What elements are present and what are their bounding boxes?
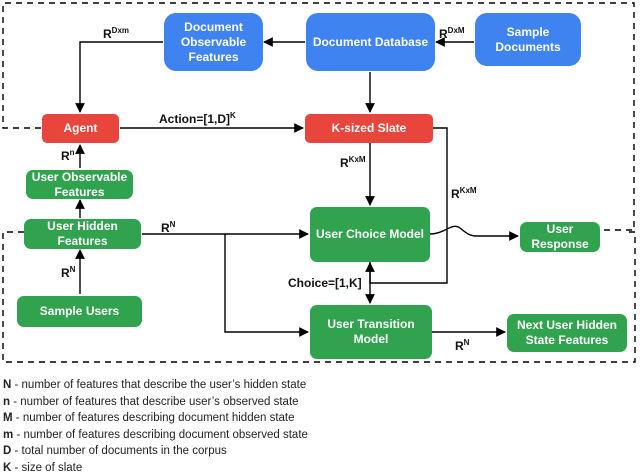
legend-item: N - number of features that describe the… xyxy=(3,377,633,394)
legend: N - number of features that describe the… xyxy=(3,377,633,476)
label-r-n-small: Rn xyxy=(61,148,75,163)
agent-node: Agent xyxy=(42,114,119,143)
label-r-N-users: RN xyxy=(61,265,75,280)
legend-item: M - number of features describing docume… xyxy=(3,410,633,427)
legend-item: n - number of features that describe use… xyxy=(3,394,633,411)
user-response-node: User Response xyxy=(520,222,600,252)
label-r-kxM-right: RKxM xyxy=(451,186,477,201)
next-user-hidden-state-features-node: Next User Hidden State Features xyxy=(507,314,627,352)
document-observable-features-node: Document Observable Features xyxy=(164,13,263,71)
label-r-dxm: RDxm xyxy=(103,26,129,41)
sample-documents-node: Sample Documents xyxy=(475,13,581,66)
sample-users-node: Sample Users xyxy=(17,296,142,327)
label-r-dxM: RDxM xyxy=(439,26,465,41)
label-r-N-next: RN xyxy=(455,338,469,353)
legend-item: D - total number of documents in the cor… xyxy=(3,443,633,460)
user-choice-model-node: User Choice Model xyxy=(310,207,430,262)
edge-choice-to-response xyxy=(430,226,518,236)
k-sized-slate-node: K-sized Slate xyxy=(305,114,433,143)
label-r-kxm: RKxM xyxy=(340,155,366,170)
label-choice: Choice=[1,K] xyxy=(288,276,362,290)
edge-observable-to-agent xyxy=(80,42,163,112)
label-r-N-hidden: RN xyxy=(161,220,175,235)
user-hidden-features-node: User Hidden Features xyxy=(24,219,141,249)
user-observable-features-node: User Observable Features xyxy=(26,170,133,199)
document-database-node: Document Database xyxy=(306,13,435,71)
label-action: Action=[1,D]K xyxy=(159,111,236,126)
user-transition-model-node: User Transition Model xyxy=(310,305,432,359)
legend-item: m - number of features describing docume… xyxy=(3,427,633,444)
